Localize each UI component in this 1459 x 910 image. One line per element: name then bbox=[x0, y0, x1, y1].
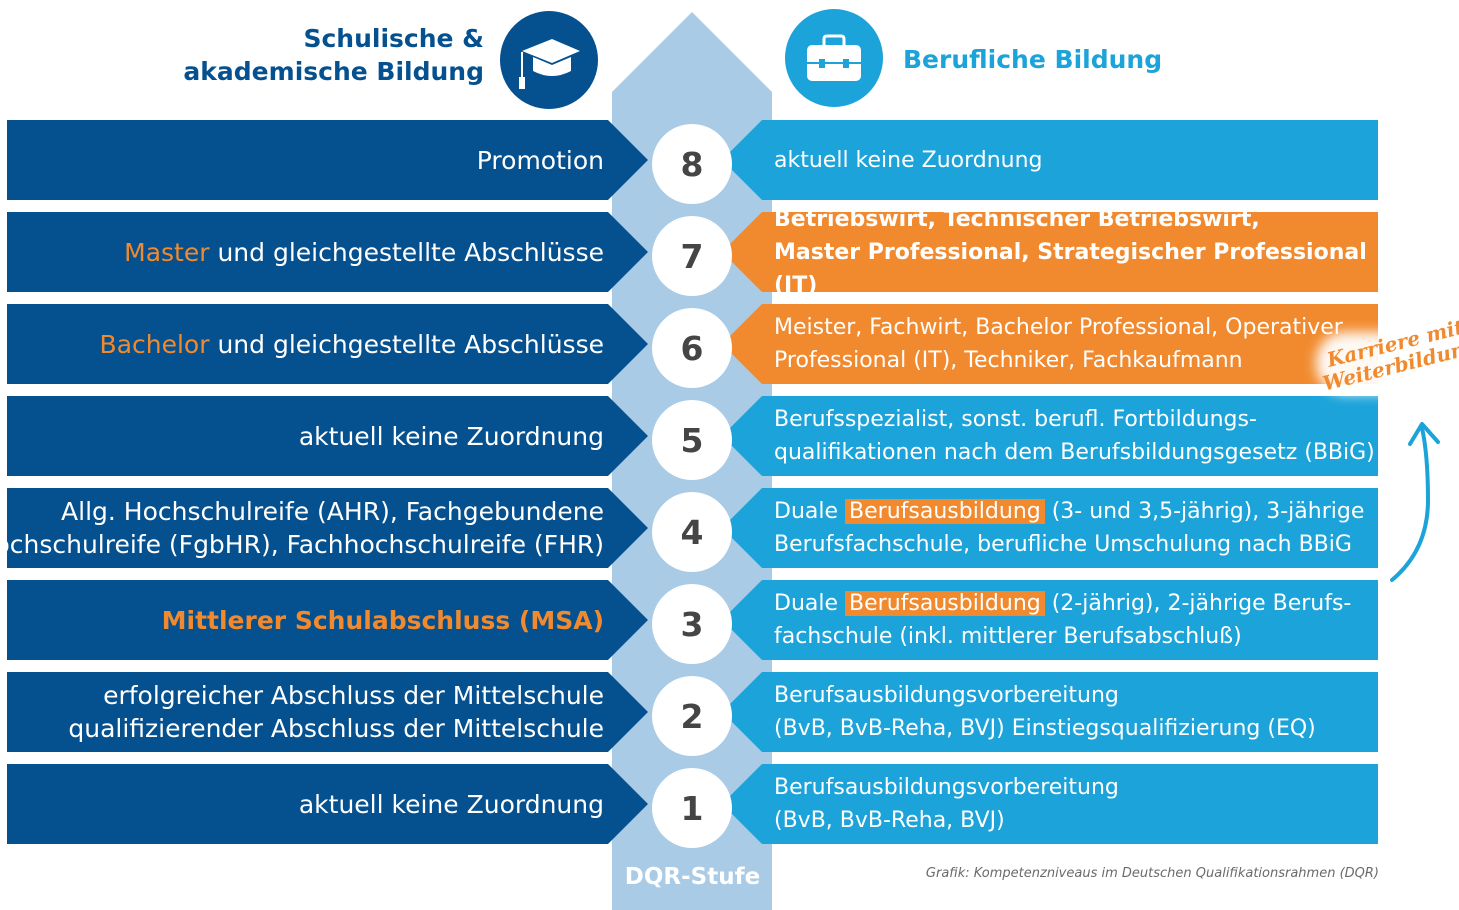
left-row-2: erfolgreicher Abschluss der Mittelschule… bbox=[7, 672, 648, 752]
level-badge-7: 7 bbox=[652, 216, 732, 296]
graduation-cap-icon bbox=[500, 11, 598, 109]
right-row-7: Betriebswirt, Technischer Betriebswirt,M… bbox=[722, 212, 1378, 292]
left-highlight-7: Master bbox=[124, 237, 210, 267]
right-text-6: Meister, Fachwirt, Bachelor Professional… bbox=[774, 315, 1343, 373]
header-left-line2: akademische Bildung bbox=[183, 57, 484, 86]
left-text-1: aktuell keine Zuordnung bbox=[298, 789, 604, 819]
right-text-3: Duale Berufsausbildung (2-jährig), 2-jäh… bbox=[774, 591, 1352, 649]
karriere-badge: Karriere mit Weiterbildung bbox=[1298, 315, 1459, 408]
header-left-line1: Schulische & bbox=[303, 24, 484, 53]
left-text-5: aktuell keine Zuordnung bbox=[298, 421, 604, 451]
level-badge-3: 3 bbox=[652, 584, 732, 664]
left-text-7: Master und gleichgestellte Abschlüsse bbox=[124, 237, 604, 267]
right-row-2: Berufsausbildungsvorbereitung(BvB, BvB-R… bbox=[722, 672, 1378, 752]
left-row-6: Bachelor und gleichgestellte Abschlüsse bbox=[7, 304, 648, 384]
level-badge-4: 4 bbox=[652, 492, 732, 572]
dqr-stufe-label: DQR-Stufe bbox=[624, 864, 761, 890]
briefcase-icon bbox=[785, 9, 883, 107]
left-highlight-6: Bachelor bbox=[99, 329, 210, 359]
right-row-8: aktuell keine Zuordnung bbox=[722, 120, 1378, 200]
right-text-4: Duale Berufsausbildung (3- und 3,5-jähri… bbox=[774, 499, 1365, 557]
right-text-2: Berufsausbildungsvorbereitung(BvB, BvB-R… bbox=[774, 683, 1316, 741]
berufsausbildung-highlight: Berufsausbildung bbox=[845, 591, 1045, 616]
level-badge-6: 6 bbox=[652, 308, 732, 388]
header-left-title: Schulische & akademische Bildung bbox=[183, 22, 484, 88]
left-row-1: aktuell keine Zuordnung bbox=[7, 764, 648, 844]
left-text-4: Allg. Hochschulreife (AHR), Fachgebunden… bbox=[0, 497, 604, 559]
left-row-5: aktuell keine Zuordnung bbox=[7, 396, 648, 476]
right-row-4: Duale Berufsausbildung (3- und 3,5-jähri… bbox=[722, 488, 1378, 568]
left-row-3: Mittlerer Schulabschluss (MSA) bbox=[7, 580, 648, 660]
caption: Grafik: Kompetenzniveaus im Deutschen Qu… bbox=[925, 866, 1379, 881]
curved-up-arrow-icon bbox=[1390, 422, 1440, 582]
level-badge-5: 5 bbox=[652, 400, 732, 480]
right-row-1: Berufsausbildungsvorbereitung(BvB, BvB-R… bbox=[722, 764, 1378, 844]
level-badge-2: 2 bbox=[652, 676, 732, 756]
right-text-5: Berufsspezialist, sonst. berufl. Fortbil… bbox=[774, 407, 1375, 465]
right-text-8: aktuell keine Zuordnung bbox=[774, 147, 1043, 173]
right-row-3: Duale Berufsausbildung (2-jährig), 2-jäh… bbox=[722, 580, 1378, 660]
level-badge-1: 1 bbox=[652, 768, 732, 848]
right-row-5: Berufsspezialist, sonst. berufl. Fortbil… bbox=[722, 396, 1378, 476]
left-row-8: Promotion bbox=[7, 120, 648, 200]
header-right-title: Berufliche Bildung bbox=[903, 45, 1163, 74]
left-text-3: Mittlerer Schulabschluss (MSA) bbox=[161, 605, 604, 635]
left-text-2: erfolgreicher Abschluss der Mittelschule… bbox=[68, 681, 604, 743]
level-badge-8: 8 bbox=[652, 124, 732, 204]
left-text-6: Bachelor und gleichgestellte Abschlüsse bbox=[99, 329, 604, 359]
right-text-1: Berufsausbildungsvorbereitung(BvB, BvB-R… bbox=[774, 775, 1119, 833]
left-row-7: Master und gleichgestellte Abschlüsse bbox=[7, 212, 648, 292]
berufsausbildung-highlight: Berufsausbildung bbox=[845, 499, 1045, 524]
right-text-7: Betriebswirt, Technischer Betriebswirt,M… bbox=[774, 206, 1367, 298]
right-row-6: Meister, Fachwirt, Bachelor Professional… bbox=[722, 304, 1378, 384]
left-row-4: Allg. Hochschulreife (AHR), Fachgebunden… bbox=[7, 488, 648, 568]
left-text-8: Promotion bbox=[476, 145, 604, 175]
